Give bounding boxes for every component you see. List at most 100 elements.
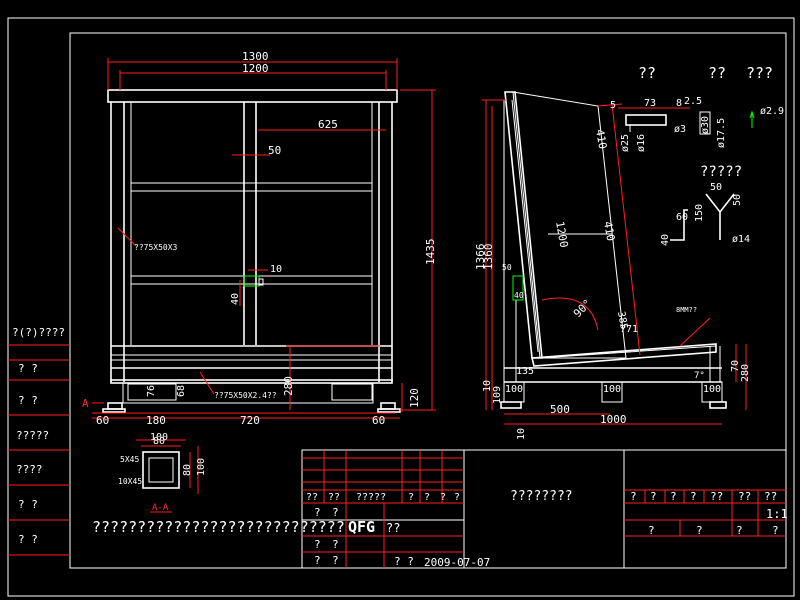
dim-385: 385	[615, 311, 629, 331]
dim-width-1200: 1200	[242, 62, 269, 75]
dim-50: 50	[268, 144, 281, 157]
dim-500: 500	[550, 403, 570, 416]
section-dim-80-top: 80	[153, 436, 165, 447]
section-note-10x45: 10X45	[118, 477, 142, 486]
dim-410-mid: 410	[601, 220, 617, 242]
upper-member-note: ??75X50X3	[134, 243, 178, 252]
right-header-0: ?	[630, 490, 637, 503]
side-view	[500, 91, 727, 409]
header-cell-2: ?????	[356, 492, 386, 503]
right-row-3: ?	[772, 524, 779, 537]
row-b-1: ?	[332, 506, 339, 519]
detail-dim-2-5: 2.5	[684, 96, 702, 107]
detail-dim-40: 40	[660, 234, 671, 246]
base-100-b: 100	[603, 384, 621, 395]
row-b-0: ?	[314, 506, 321, 519]
row-d-1: ?	[332, 554, 339, 567]
right-row-0: ?	[648, 524, 655, 537]
front-view-dimensions: 1300 1200 625 50 1435 10 40 280 120 76 6…	[82, 50, 437, 427]
left-label-2: ? ?	[18, 394, 38, 407]
right-header-1: ?	[650, 490, 657, 503]
header-cell-0: ??	[306, 492, 318, 503]
dim-120: 120	[408, 388, 421, 408]
section-dim-80-side: 80	[182, 464, 193, 476]
left-label-4: ????	[16, 463, 43, 476]
brand-suffix: ??	[386, 521, 400, 535]
detail-dia-16: ø16	[636, 134, 647, 152]
detail-dim-73: 73	[644, 98, 656, 109]
section-mark-a: A	[82, 397, 89, 410]
detail-title-b: ??	[708, 64, 726, 82]
dim-720: 720	[240, 414, 260, 427]
dim-width-1300: 1300	[242, 50, 269, 63]
base-100-a: 100	[505, 384, 523, 395]
front-view	[102, 89, 401, 413]
detail-dim-8: 8	[676, 98, 682, 109]
dim-280: 280	[282, 376, 295, 396]
date-label: ? ?	[394, 555, 414, 568]
dim-40-side: 40	[514, 291, 524, 300]
base-100-c: 100	[703, 384, 721, 395]
drawing-name: ????????	[510, 489, 573, 504]
section-dim-100-side: 100	[196, 458, 207, 476]
detail-parts: ?? ?? ??? 5 73 8 2.5 ø30 ø17.5 ø25 ø16 ø…	[610, 64, 784, 246]
dim-height-1435: 1435	[424, 239, 437, 266]
dim-180: 180	[146, 414, 166, 427]
left-label-5: ? ?	[18, 498, 38, 511]
detail-dia-2-9: ø2.9	[760, 106, 784, 117]
right-header-4: ??	[710, 490, 723, 503]
detail-dia-3: ø3	[674, 124, 686, 135]
dim-1200: 1200	[553, 220, 570, 248]
header-cell-5: ?	[440, 492, 446, 503]
detail-dim-50-b: 50	[732, 194, 743, 206]
section-note-5x45: 5X45	[120, 455, 139, 464]
right-row-2: ?	[736, 524, 743, 537]
header-cell-1: ??	[328, 492, 340, 503]
left-label-0: ?(?)????	[12, 326, 65, 339]
section-a-a: 100 80 80 100 5X45 10X45 A-A	[118, 432, 207, 513]
brand-logo: QFG	[348, 518, 375, 536]
right-row-1: ?	[696, 524, 703, 537]
dim-410-top: 410	[593, 128, 609, 150]
dim-60-left: 60	[96, 414, 109, 427]
row-c-1: ?	[332, 538, 339, 551]
dim-280-side: 280	[740, 364, 751, 382]
dim-68: 68	[176, 385, 187, 397]
right-header-5: ??	[738, 490, 751, 503]
detail-dia-14: ø14	[732, 234, 750, 245]
header-cell-4: ?	[424, 492, 430, 503]
detail-dia-17-5: ø17.5	[716, 118, 727, 148]
side-view-dimensions: 1366 1360 410 1200 410 50 40 90° 385 771…	[474, 99, 751, 440]
section-dim-100: 100	[150, 432, 168, 443]
section-title: A-A	[152, 503, 169, 513]
detail-dim-150: 150	[694, 204, 705, 222]
outer-border	[7, 17, 795, 597]
dim-1360: 1360	[482, 244, 495, 271]
detail-dim-60: 60	[676, 212, 688, 223]
dim-10-left: 10	[482, 380, 493, 392]
detail-dia-25: ø25	[620, 134, 631, 152]
detail-title-c: ???	[746, 64, 773, 82]
dim-109: 109	[492, 386, 503, 404]
dim-10: 10	[270, 264, 282, 275]
detail-title-a: ??	[638, 64, 656, 82]
detail-title-d: ?????	[700, 164, 742, 180]
left-column-table: ?(?)???? ? ? ? ? ????? ???? ? ? ? ?	[8, 326, 70, 556]
dim-625: 625	[318, 118, 338, 131]
dim-76: 76	[146, 385, 157, 397]
dim-771: 771	[620, 324, 638, 335]
left-label-3: ?????	[16, 429, 49, 442]
right-header-2: ?	[670, 490, 677, 503]
right-header-3: ?	[690, 490, 697, 503]
left-label-1: ? ?	[18, 362, 38, 375]
detail-dia-30: ø30	[700, 116, 711, 134]
detail-dim-5: 5	[610, 100, 616, 111]
right-header-6: ??	[764, 490, 777, 503]
dim-60-right: 60	[372, 414, 385, 427]
dim-50-side: 50	[502, 263, 512, 272]
header-cell-3: ?	[408, 492, 414, 503]
dim-1000: 1000	[600, 413, 627, 426]
angle-7: 7°	[694, 371, 705, 381]
dim-10-bottom: 10	[516, 428, 527, 440]
